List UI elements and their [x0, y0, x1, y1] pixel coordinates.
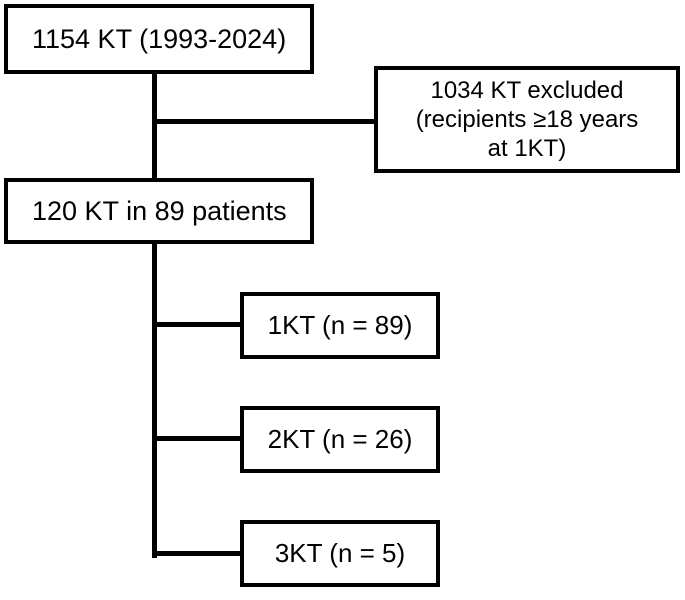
- node-total-kt: 1154 KT (1993-2024): [4, 4, 314, 74]
- node-1kt-label: 1KT (n = 89): [267, 309, 413, 340]
- connector-included-to-2kt: [152, 436, 244, 441]
- node-3kt-label: 3KT (n = 5): [274, 537, 406, 568]
- node-1kt: 1KT (n = 89): [240, 292, 440, 359]
- node-3kt: 3KT (n = 5): [240, 520, 440, 587]
- node-excluded-kt-label: 1034 KT excluded (recipients ≥18 years a…: [415, 76, 639, 163]
- connector-included-to-3kt: [152, 551, 244, 556]
- connector-included-trunk: [152, 241, 157, 558]
- connector-included-to-1kt: [152, 322, 244, 327]
- node-excluded-kt: 1034 KT excluded (recipients ≥18 years a…: [374, 66, 680, 173]
- node-2kt: 2KT (n = 26): [240, 406, 440, 473]
- node-2kt-label: 2KT (n = 26): [267, 423, 413, 454]
- node-included-kt: 120 KT in 89 patients: [4, 178, 314, 244]
- node-included-kt-label: 120 KT in 89 patients: [32, 195, 287, 226]
- connector-total-trunk: [152, 70, 157, 183]
- node-total-kt-label: 1154 KT (1993-2024): [32, 23, 287, 54]
- connector-total-to-excluded: [152, 119, 377, 124]
